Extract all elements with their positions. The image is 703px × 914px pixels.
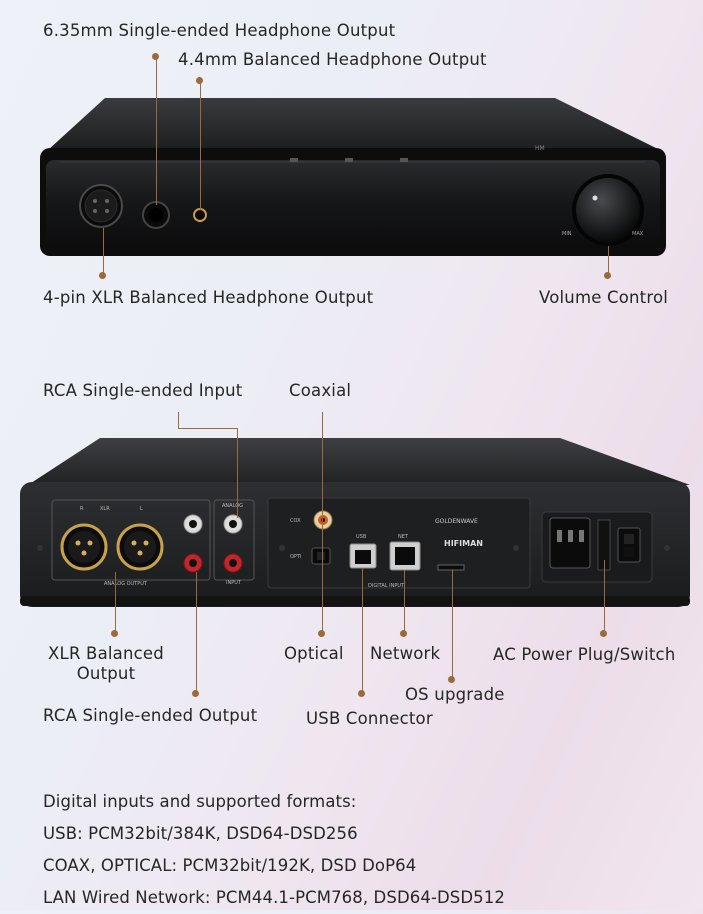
os-upgrade-slot — [437, 564, 465, 571]
min-text: MIN — [562, 231, 572, 237]
specs-coax-optical: COAX, OPTICAL: PCM32bit/192K, DSD DoP64 — [43, 856, 417, 875]
rca-input-jacks — [223, 514, 243, 573]
label-xlr-output: XLR Balanced Output — [40, 644, 172, 684]
label-44-jack: 4.4mm Balanced Headphone Output — [178, 50, 487, 69]
digital-input-text: DIGITAL INPUT — [368, 583, 405, 589]
analog-output-text: ANALOG OUTPUT — [104, 581, 148, 587]
svg-text:HM: HM — [535, 145, 545, 152]
coax-text: COX — [290, 518, 301, 524]
specs-heading: Digital inputs and supported formats: — [43, 792, 357, 811]
usb-port — [349, 543, 377, 569]
label-optical: Optical — [284, 644, 344, 663]
xlr-output-right — [116, 523, 164, 571]
xlr-4pin-jack — [79, 184, 123, 228]
network-port — [389, 541, 421, 571]
rca-output-jacks — [183, 514, 203, 573]
label-volume-control: Volume Control — [539, 288, 669, 307]
xlr-output-left — [60, 523, 108, 571]
xlr-l-text: L — [140, 506, 143, 512]
label-network: Network — [370, 644, 441, 663]
coaxial-jack — [313, 510, 333, 530]
usb-text: USB — [356, 534, 367, 540]
max-text: MAX — [632, 231, 644, 237]
brand-text: HIFIMAN — [444, 539, 483, 548]
ac-power-section — [37, 511, 670, 583]
label-os-upgrade: OS upgrade — [405, 685, 505, 704]
analog-text: ANALOG — [222, 503, 243, 509]
opti-text: OPTI — [290, 554, 301, 560]
net-text: NET — [398, 534, 409, 540]
input-text: INPUT — [226, 580, 242, 586]
label-xlr-output-line2: Output — [76, 664, 136, 683]
label-xlr-headphone: 4-pin XLR Balanced Headphone Output — [43, 288, 374, 307]
label-usb-connector: USB Connector — [306, 709, 433, 728]
label-rca-input: RCA Single-ended Input — [43, 381, 243, 400]
label-rca-output: RCA Single-ended Output — [43, 706, 258, 725]
label-635-jack: 6.35mm Single-ended Headphone Output — [43, 21, 396, 40]
jack-44 — [193, 208, 207, 222]
specs-lan: LAN Wired Network: PCM44.1-PCM768, DSD64… — [43, 888, 505, 907]
front-chassis: HM — [40, 98, 666, 256]
optical-port — [311, 547, 331, 565]
xlr-text: XLR — [100, 506, 110, 512]
specs-usb: USB: PCM32bit/384K, DSD64-DSD256 — [43, 824, 358, 843]
analog-section: R XLR L ANALOG OUTPUT ANALOG INPUT — [51, 499, 255, 587]
brand-top-text: GOLDENWAVE — [435, 518, 478, 525]
specs-section: Digital inputs and supported formats: US… — [43, 786, 505, 914]
label-ac-power: AC Power Plug/Switch — [493, 645, 676, 664]
label-coaxial: Coaxial — [289, 381, 352, 400]
volume-knob[interactable] — [572, 174, 644, 246]
xlr-r-text: R — [80, 506, 84, 512]
label-xlr-output-line1: XLR Balanced — [48, 644, 164, 663]
jack-635 — [142, 201, 170, 229]
